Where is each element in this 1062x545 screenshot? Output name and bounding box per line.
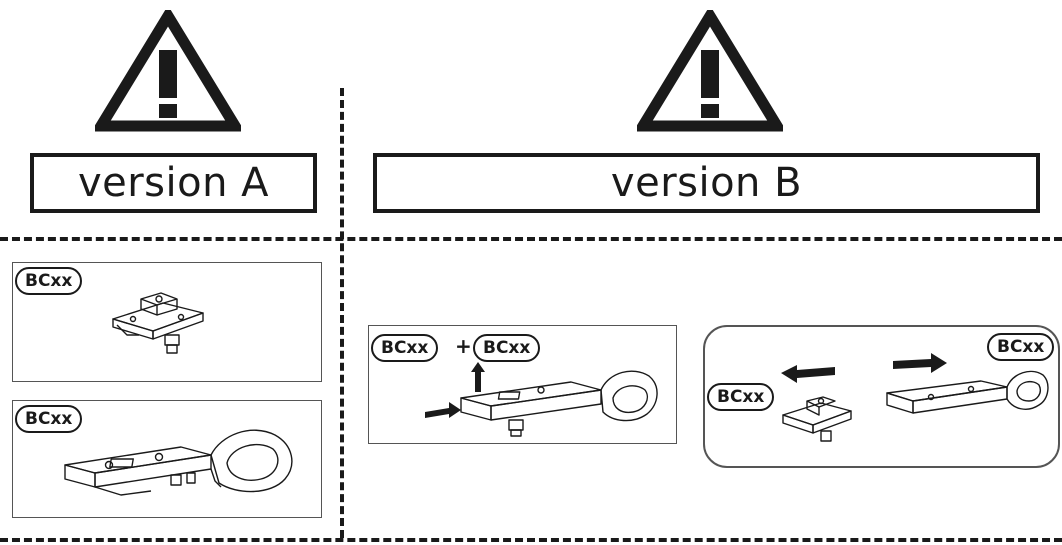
hinge-disassembly-icon — [781, 353, 1049, 442]
plus-sign: + — [455, 334, 472, 358]
bottom-dashed-divider — [0, 538, 1062, 542]
version-b-panel-1: BCxx + BCxx — [368, 325, 677, 444]
bcxx-badge: BCxx — [15, 267, 83, 295]
bcxx-badge-right: BCxx — [987, 333, 1055, 361]
bcxx-badge-left: BCxx — [707, 383, 775, 411]
hinge-assembly-insert-icon — [425, 362, 658, 437]
warning-triangle-icon-b — [637, 10, 783, 132]
concealed-hinge-icon — [64, 429, 293, 496]
bcxx-badge: BCxx — [15, 405, 83, 433]
version-a-label: version A — [30, 153, 317, 213]
version-b-panel-2: BCxx BCxx — [703, 325, 1060, 468]
version-a-panel-1: BCxx — [12, 262, 322, 382]
version-b-label: version B — [373, 153, 1040, 213]
bcxx-badge-left: BCxx — [371, 334, 439, 362]
version-a-panel-2: BCxx — [12, 400, 322, 518]
top-dashed-divider — [0, 237, 1062, 241]
hinge-mounting-plate-icon — [112, 292, 204, 354]
bcxx-badge-right: BCxx — [473, 334, 541, 362]
vertical-dashed-divider — [340, 88, 344, 538]
warning-triangle-icon-a — [95, 10, 241, 132]
